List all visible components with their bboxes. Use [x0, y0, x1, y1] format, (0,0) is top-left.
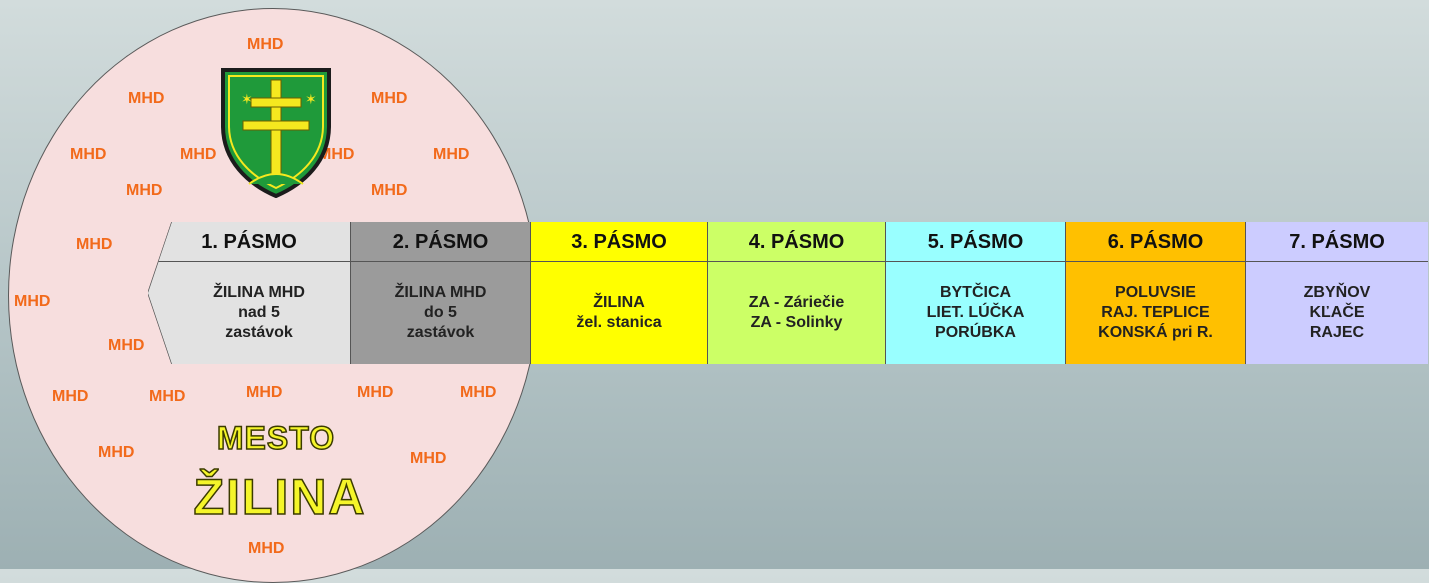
mhd-label: MHD	[246, 384, 283, 401]
zone-line: LIET. LÚČKA	[926, 304, 1025, 321]
zone-5: 5. PÁSMO BYTČICA LIET. LÚČKA PORÚBKA	[886, 222, 1066, 364]
zone-line: ZA - Solinky	[750, 314, 843, 331]
zone-body: BYTČICA LIET. LÚČKA PORÚBKA	[886, 262, 1065, 364]
zone-1: 1. PÁSMO ŽILINA MHD nad 5 zastávok	[148, 222, 351, 364]
mhd-label: MHD	[248, 540, 285, 557]
city-label-zilina: ŽILINA	[193, 468, 367, 526]
mhd-label: MHD	[70, 146, 107, 163]
zone-line: nad 5	[238, 304, 280, 321]
mhd-label: MHD	[318, 146, 355, 163]
mhd-label: MHD	[357, 384, 394, 401]
mhd-label: MHD	[433, 146, 470, 163]
zone-line: zastávok	[406, 324, 475, 341]
zone-line: ŽILINA MHD	[394, 284, 487, 301]
zone-line: ZA - Záriečie	[748, 294, 845, 311]
zone-line: RAJEC	[1309, 324, 1365, 341]
zone-body: ŽILINA MHD do 5 zastávok	[351, 262, 530, 364]
mhd-label: MHD	[460, 384, 497, 401]
city-label-mesto: MESTO	[216, 419, 336, 457]
svg-text:✶: ✶	[241, 92, 253, 108]
zone-2: 2. PÁSMO ŽILINA MHD do 5 zastávok	[351, 222, 531, 364]
mhd-label: MHD	[180, 146, 217, 163]
mhd-label: MHD	[14, 293, 51, 310]
zone-body: ŽILINA MHD nad 5 zastávok	[148, 262, 350, 364]
zone-body: ŽILINA žel. stanica	[531, 262, 707, 364]
mhd-label: MHD	[108, 337, 145, 354]
zone-4: 4. PÁSMO ZA - Záriečie ZA - Solinky	[708, 222, 886, 364]
zone-header: 3. PÁSMO	[531, 222, 707, 262]
zone-header: 5. PÁSMO	[886, 222, 1065, 262]
zone-line: ŽILINA	[593, 294, 645, 311]
zone-3: 3. PÁSMO ŽILINA žel. stanica	[531, 222, 708, 364]
zone-line: ŽILINA MHD	[213, 284, 305, 301]
zone-line: žel. stanica	[576, 314, 662, 331]
zone-line: PORÚBKA	[935, 324, 1016, 341]
svg-text:✶: ✶	[305, 92, 317, 108]
zone-line: RAJ. TEPLICE	[1101, 304, 1210, 321]
zone-header: 7. PÁSMO	[1246, 222, 1428, 262]
zone-header: 2. PÁSMO	[351, 222, 530, 262]
zone-line: do 5	[424, 304, 457, 321]
mhd-label: MHD	[98, 444, 135, 461]
zone-body: ZA - Záriečie ZA - Solinky	[708, 262, 885, 364]
mhd-label: MHD	[410, 450, 447, 467]
zone-line: zastávok	[225, 324, 293, 341]
mhd-label: MHD	[128, 90, 165, 107]
zone-line: KĽAČE	[1309, 304, 1365, 321]
zone-line: BYTČICA	[939, 284, 1012, 301]
zone-header: 6. PÁSMO	[1066, 222, 1245, 262]
coat-of-arms-shield-icon: ✶ ✶	[221, 68, 331, 198]
mhd-label: MHD	[52, 388, 89, 405]
mhd-label: MHD	[149, 388, 186, 405]
mhd-label: MHD	[371, 182, 408, 199]
zone-body: POLUVSIE RAJ. TEPLICE KONSKÁ pri R.	[1066, 262, 1245, 364]
zone-header: 4. PÁSMO	[708, 222, 885, 262]
zone-body: ZBYŇOV KĽAČE RAJEC	[1246, 262, 1428, 364]
zone-header: 1. PÁSMO	[148, 222, 350, 262]
mhd-label: MHD	[76, 236, 113, 253]
zone-6: 6. PÁSMO POLUVSIE RAJ. TEPLICE KONSKÁ pri R…	[1066, 222, 1246, 364]
zone-line: KONSKÁ pri R.	[1098, 324, 1213, 341]
mhd-label: MHD	[247, 36, 284, 53]
zone-line: POLUVSIE	[1115, 284, 1196, 301]
zone-7: 7. PÁSMO ZBYŇOV KĽAČE RAJEC	[1246, 222, 1428, 364]
mhd-label: MHD	[371, 90, 408, 107]
mhd-label: MHD	[126, 182, 163, 199]
zone-line: ZBYŇOV	[1303, 284, 1371, 301]
